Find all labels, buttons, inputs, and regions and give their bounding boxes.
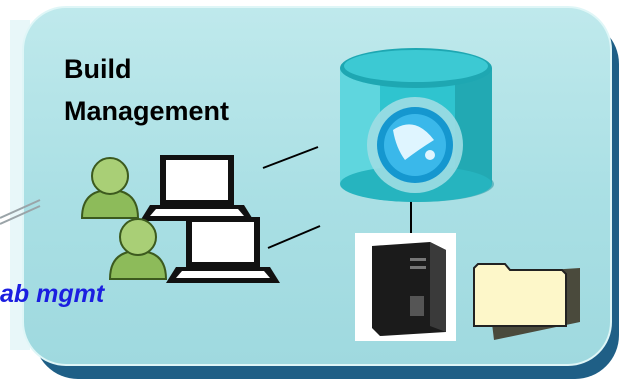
panel-title-line1: Build	[64, 54, 132, 84]
link-laptop2-database	[267, 225, 321, 249]
panel-title: Build Management	[64, 48, 314, 132]
external-connector	[0, 199, 41, 225]
link-laptop1-database	[262, 146, 319, 169]
laptop-icon	[166, 217, 280, 283]
panel-title-line2: Management	[64, 96, 230, 126]
database-icon	[340, 48, 494, 202]
laptop-icon	[140, 155, 254, 221]
caption-label: ab mgmt	[0, 280, 105, 308]
folder-icon	[473, 263, 580, 340]
user-icon	[80, 157, 140, 219]
user-icon	[108, 218, 168, 280]
server-tower-icon	[355, 233, 456, 341]
